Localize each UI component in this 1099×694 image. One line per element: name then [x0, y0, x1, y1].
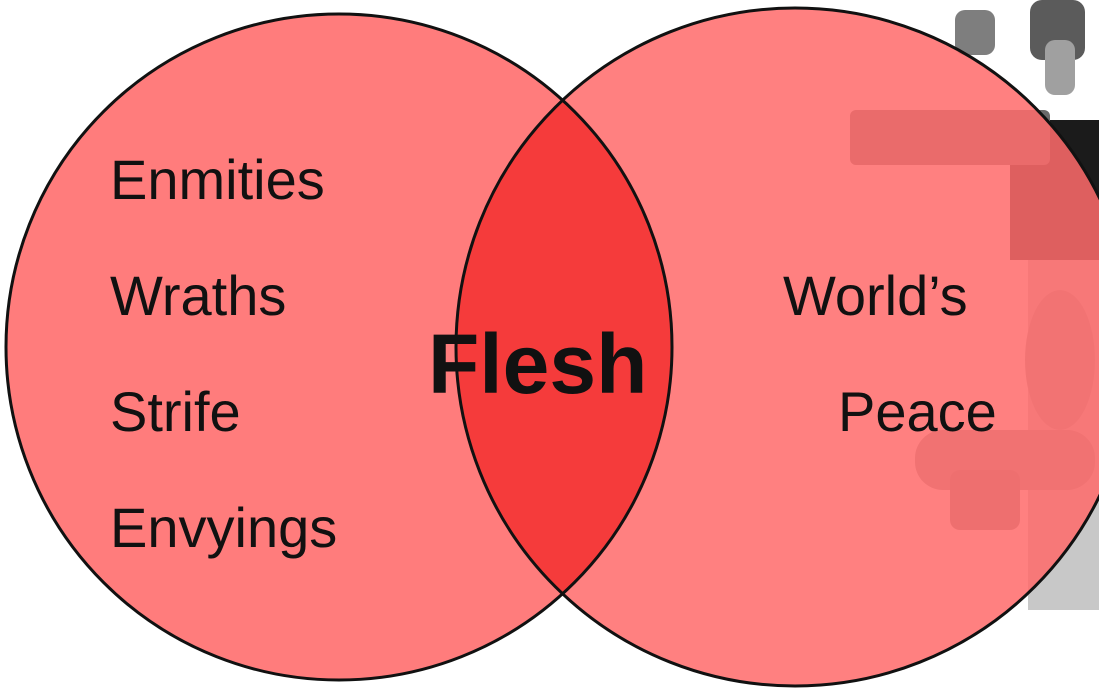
right-line-1: World’s: [783, 268, 968, 324]
left-item-strife: Strife: [110, 384, 241, 440]
intersection-label: Flesh: [428, 322, 647, 406]
left-item-wraths: Wraths: [110, 268, 286, 324]
right-line-2: Peace: [838, 384, 997, 440]
left-item-envyings: Envyings: [110, 500, 337, 556]
left-item-enmities: Enmities: [110, 152, 325, 208]
